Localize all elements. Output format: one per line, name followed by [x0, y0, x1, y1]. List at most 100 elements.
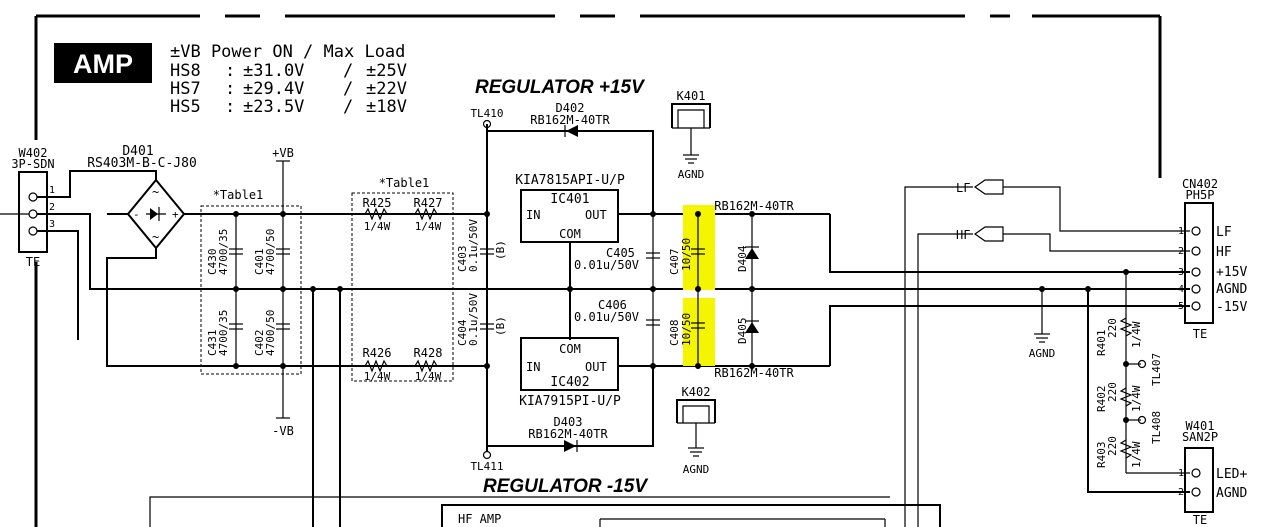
hf-flag-label: HF — [956, 228, 970, 242]
r402-ref: R402 — [1095, 386, 1108, 413]
ic402-in-pin: IN — [526, 360, 540, 374]
c402-val: 4700/50 — [264, 310, 277, 356]
d404-part: RB162M-40TR — [714, 199, 794, 213]
c401-ref: C401 — [253, 249, 266, 276]
ic401-in-pin: IN — [526, 208, 540, 222]
table1-box-a — [200, 205, 302, 375]
power-row-power: ±31.0V — [243, 61, 304, 81]
svg-text:+: + — [172, 208, 179, 221]
ic402-com-pin: COM — [559, 342, 581, 356]
hf-amp-block: HF AMP — [149, 496, 941, 527]
w402-footer: TE — [26, 255, 40, 269]
ic402-part: KIA7915PI-U/P — [519, 394, 621, 409]
d401-part: RS403M-B-C-J80 — [87, 156, 197, 171]
w402-pin-number: 2 — [49, 202, 55, 213]
c430-ref: C430 — [206, 249, 219, 276]
k402-ref: K402 — [682, 385, 711, 399]
cn402-signal: -15V — [1216, 300, 1247, 315]
cn402-pin-number: 3 — [1178, 267, 1184, 278]
r426-val: 1/4W — [364, 370, 391, 383]
regulator-pos-title: REGULATOR +15V — [475, 77, 645, 98]
c402-ref: C402 — [253, 330, 266, 357]
k402-gnd: AGND — [683, 463, 710, 476]
led-resistor-chain: R401 220 1/4W R402 220 1/4W R403 220 1/4… — [1095, 269, 1190, 474]
c404-val: 0.1u/50V — [467, 293, 480, 346]
c407-val: 10/50 — [680, 238, 693, 271]
power-row-sep: : — [225, 79, 235, 99]
w401-ref: W401 — [1186, 419, 1215, 433]
hf-amp-label: HF AMP — [458, 512, 501, 526]
d403-part: RB162M-40TR — [528, 427, 608, 441]
c408-ref: C408 — [668, 320, 681, 347]
w402-pin-number: 1 — [49, 185, 55, 196]
input-bypass-caps: C403 0.1u/50V (B) C404 0.1u/50V (B) TL41… — [456, 107, 507, 473]
w401-signal: AGND — [1216, 486, 1247, 501]
c406-ref: C406 — [598, 298, 627, 312]
d405-part: RB162M-40TR — [714, 366, 794, 380]
power-row-slash: / — [343, 79, 353, 99]
ic401-out-pin: OUT — [585, 208, 607, 222]
cn402-signal: HF — [1216, 245, 1232, 260]
cn402-pin-number: 5 — [1178, 301, 1184, 312]
c403-val: 0.1u/50V — [467, 219, 480, 272]
w401-type: SAN2P — [1182, 430, 1218, 444]
cn402-type: PH5P — [1186, 188, 1215, 202]
ic402: COM IN OUT IC402 KIA7915PI-U/P — [519, 286, 621, 409]
power-row-model: HS5 — [170, 97, 201, 117]
tl411-label: TL411 — [470, 460, 503, 473]
r402-val: 220 — [1106, 382, 1119, 402]
power-row-model: HS8 — [170, 61, 201, 81]
cn402-pin-number: 4 — [1178, 284, 1184, 295]
r401-val: 220 — [1106, 318, 1119, 338]
amp-badge-label: AMP — [73, 49, 133, 79]
protection-diodes: D404 D405 RB162M-40TR RB162M-40TR — [714, 199, 794, 380]
connector-cn402: CN402 PH5P 1 2 3 4 5 LF HF +15V AGND -15… — [1178, 177, 1247, 341]
regulator-neg-title: REGULATOR -15V — [483, 476, 648, 497]
power-row-sep: : — [225, 61, 235, 81]
r428-val: 1/4W — [415, 370, 442, 383]
cn402-ref: CN402 — [1182, 177, 1218, 191]
c431-ref: C431 — [206, 330, 219, 357]
w401-pin-number: 2 — [1178, 487, 1184, 498]
power-row-load: ±22V — [366, 79, 407, 99]
ic402-ref: IC402 — [550, 375, 589, 390]
ic401: KIA7815API-U/P IC401 IN OUT COM — [515, 173, 625, 340]
power-table-header: ±VB Power ON / Max Load — [170, 42, 405, 62]
c401-val: 4700/50 — [264, 229, 277, 275]
tl407-label: TL407 — [1150, 353, 1163, 386]
tl408-label: TL408 — [1150, 411, 1163, 444]
power-table: ±VB Power ON / Max Load HS8 : ±31.0V / ±… — [170, 42, 407, 117]
filter-capacitors: C430 4700/35 C401 4700/50 C431 4700/35 C… — [206, 211, 290, 369]
c407-ref: C407 — [668, 249, 681, 276]
svg-text:~: ~ — [152, 230, 159, 244]
power-row-power: ±23.5V — [243, 97, 304, 117]
cn402-signal: +15V — [1216, 265, 1247, 280]
c406-val: 0.01u/50V — [574, 310, 639, 324]
w402-type: 3P-SDN — [11, 157, 54, 171]
r425-ref: R425 — [363, 196, 392, 210]
w401-footer: TE — [1193, 513, 1207, 527]
power-row-power: ±29.4V — [243, 79, 304, 99]
k401-gnd: AGND — [678, 168, 705, 181]
vb-pos-label: +VB — [272, 146, 294, 160]
svg-text:-: - — [133, 208, 140, 221]
r427-val: 1/4W — [415, 220, 442, 233]
signal-flags: LF HF — [904, 179, 1190, 527]
w402-pin-number: 3 — [49, 219, 55, 230]
c407-highlight — [683, 205, 715, 290]
power-row-load: ±18V — [366, 97, 407, 117]
c404-ref: C404 — [456, 319, 469, 346]
r425-val: 1/4W — [364, 220, 391, 233]
table1-label-b: *Table1 — [379, 176, 430, 190]
power-row-slash: / — [343, 97, 353, 117]
d404-ref: D404 — [736, 245, 749, 272]
cn402-footer: TE — [1193, 327, 1207, 341]
r428-ref: R428 — [414, 346, 443, 360]
w401-signal: LED+ — [1216, 467, 1247, 482]
c430-val: 4700/35 — [217, 229, 230, 275]
cn402-signal: LF — [1216, 225, 1232, 240]
w402-body — [18, 171, 48, 253]
w402-pin — [28, 209, 38, 219]
ic401-com-pin: COM — [559, 227, 581, 241]
